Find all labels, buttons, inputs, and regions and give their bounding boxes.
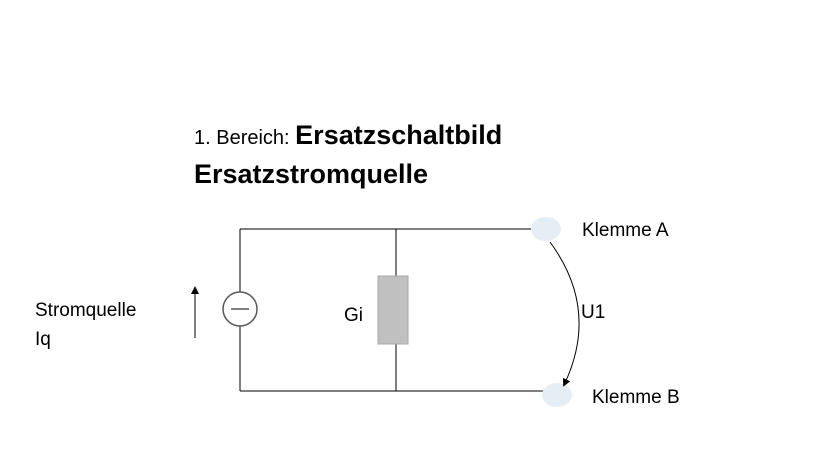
voltage-arrow <box>549 241 580 387</box>
slide-title: 1. Bereich: Ersatzschaltbild Ersatzstrom… <box>194 118 502 196</box>
terminal-a-node <box>531 217 561 241</box>
title-prefix: 1. Bereich: <box>194 127 296 149</box>
terminal-b-label: Klemme B <box>592 387 680 408</box>
terminal-a-label: Klemme A <box>582 220 669 241</box>
conductance-resistor <box>377 275 409 345</box>
current-source-symbol <box>222 291 258 327</box>
source-current-label: Iq <box>35 329 51 350</box>
title-heading: Ersatzschaltbild <box>295 120 503 150</box>
conductance-label: Gi <box>344 305 363 326</box>
title-line-1: 1. Bereich: Ersatzschaltbild <box>194 118 502 157</box>
voltage-label: U1 <box>581 302 606 323</box>
source-label: Stromquelle <box>35 300 137 321</box>
title-line-2: Ersatzstromquelle <box>194 157 502 196</box>
terminal-b-node <box>542 383 572 407</box>
title-subheading: Ersatzstromquelle <box>194 159 429 189</box>
